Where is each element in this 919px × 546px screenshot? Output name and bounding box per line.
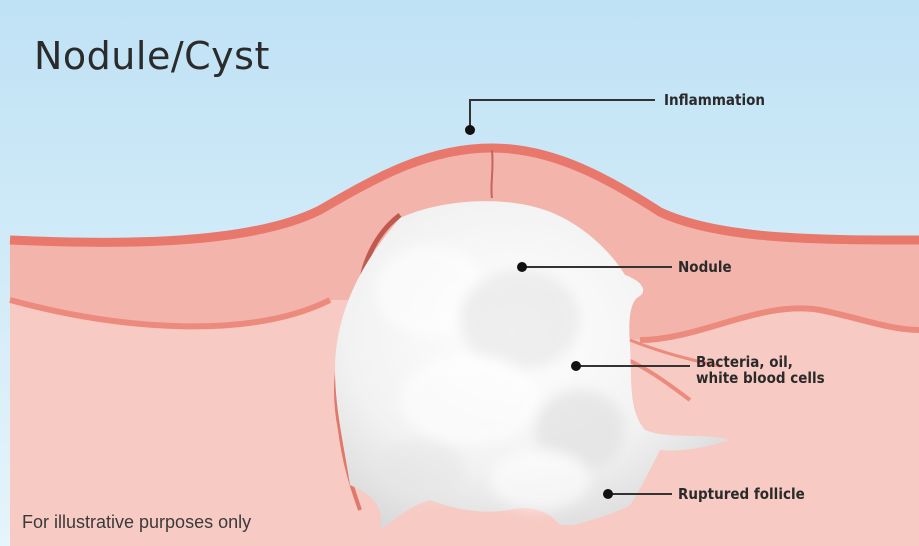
label-bacteria-line-2: white blood cells (696, 370, 825, 386)
crease-line (491, 150, 492, 198)
disclaimer-text: For illustrative purposes only (22, 512, 251, 533)
diagram-title: Nodule/Cyst (34, 34, 270, 78)
label-bacteria-line-1: Bacteria, oil, (696, 354, 825, 370)
label-bacteria: Bacteria, oil, white blood cells (696, 354, 825, 386)
label-inflammation: Inflammation (664, 92, 765, 108)
label-nodule: Nodule (678, 259, 732, 275)
label-ruptured-follicle: Ruptured follicle (678, 486, 805, 502)
